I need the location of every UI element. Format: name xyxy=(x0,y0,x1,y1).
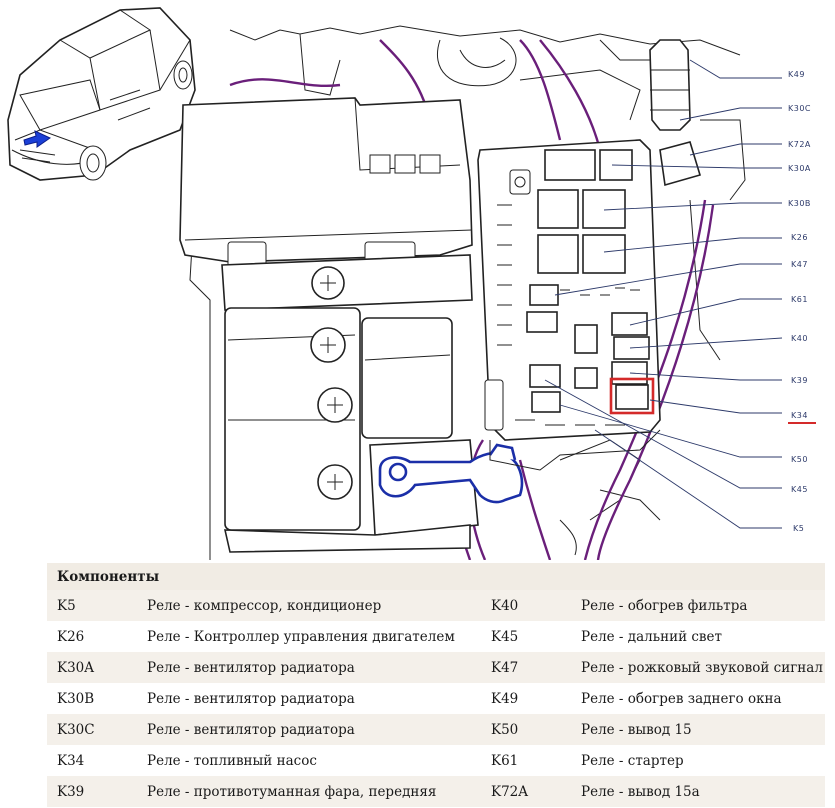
car-thumbnail xyxy=(7,7,196,181)
component-desc: Реле - противотуманная фара, передняя xyxy=(137,776,481,807)
component-desc: Реле - обогрев фильтра xyxy=(571,590,825,621)
component-code: K30A xyxy=(47,652,137,683)
callout-k50: K50 xyxy=(791,455,808,464)
component-code: K72A xyxy=(481,776,571,807)
callout-line-k45 xyxy=(544,379,782,489)
component-desc: Реле - Контроллер управления двигателем xyxy=(137,621,481,652)
relay-box xyxy=(477,39,702,471)
table-row: K30C Реле - вентилятор радиатора K50 Рел… xyxy=(47,714,825,745)
component-desc: Реле - вентилятор радиатора xyxy=(137,683,481,714)
component-code: K40 xyxy=(481,590,571,621)
component-code: K30B xyxy=(47,683,137,714)
components-title: Компоненты xyxy=(47,563,825,590)
component-desc: Реле - топливный насос xyxy=(137,745,481,776)
callout-line-k30b xyxy=(603,202,782,211)
component-code: K39 xyxy=(47,776,137,807)
callout-line-k47 xyxy=(554,263,782,296)
callout-k5: K5 xyxy=(793,524,804,533)
diagram-svg: K49 K30C K72A K30A K30B K26 K47 K61 K40 … xyxy=(7,7,816,560)
components-table-body: K5 Реле - компрессор, кондиционер K40 Ре… xyxy=(47,590,825,807)
component-desc: Реле - вентилятор радиатора xyxy=(137,714,481,745)
callout-line-k5 xyxy=(594,429,782,529)
callout-k40: K40 xyxy=(791,334,808,343)
component-code: K34 xyxy=(47,745,137,776)
battery xyxy=(221,254,479,553)
table-row: K39 Реле - противотуманная фара, передня… xyxy=(47,776,825,807)
callout-line-k72a xyxy=(689,143,782,156)
callout-k45: K45 xyxy=(791,485,808,494)
component-code: K47 xyxy=(481,652,571,683)
components-table: Компоненты K5 Реле - компрессор, кондици… xyxy=(47,563,825,807)
component-code: K50 xyxy=(481,714,571,745)
component-code: K49 xyxy=(481,683,571,714)
callout-line-k30a xyxy=(611,164,782,169)
component-desc: Реле - рожковый звуковой сигнал xyxy=(571,652,825,683)
component-desc: Реле - стартер xyxy=(571,745,825,776)
callout-k47: K47 xyxy=(791,260,808,269)
callout-line-k34 xyxy=(649,399,782,414)
component-desc: Реле - вывод 15 xyxy=(571,714,825,745)
callout-k26: K26 xyxy=(791,233,808,242)
callout-k49: K49 xyxy=(788,70,805,79)
callout-k72a: K72A xyxy=(788,140,811,149)
component-desc: Реле - вывод 15a xyxy=(571,776,825,807)
component-code: K5 xyxy=(47,590,137,621)
callout-labels: K49 K30C K72A K30A K30B K26 K47 K61 K40 … xyxy=(788,70,816,533)
callout-k30a: K30A xyxy=(788,164,811,173)
table-row: K34 Реле - топливный насос K61 Реле - ст… xyxy=(47,745,825,776)
callout-k30b: K30B xyxy=(788,199,811,208)
table-row: K30B Реле - вентилятор радиатора K49 Рел… xyxy=(47,683,825,714)
engine-bay-diagram: K49 K30C K72A K30A K30B K26 K47 K61 K40 … xyxy=(7,7,816,560)
callout-line-k30c xyxy=(679,107,782,121)
table-row: K26 Реле - Контроллер управления двигате… xyxy=(47,621,825,652)
callout-line-k61 xyxy=(629,298,782,326)
callout-line-k40 xyxy=(629,337,783,349)
callout-k34: K34 xyxy=(791,411,808,420)
component-desc: Реле - вентилятор радиатора xyxy=(137,652,481,683)
table-header-row: Компоненты xyxy=(47,563,825,590)
component-code: K26 xyxy=(47,621,137,652)
component-desc: Реле - обогрев заднего окна xyxy=(571,683,825,714)
component-code: K61 xyxy=(481,745,571,776)
table-row: K30A Реле - вентилятор радиатора K47 Рел… xyxy=(47,652,825,683)
battery-clamp xyxy=(378,443,524,504)
callout-line-k49 xyxy=(689,59,782,79)
k34-highlight xyxy=(609,377,655,415)
callout-k39: K39 xyxy=(791,376,808,385)
callout-line-k50 xyxy=(559,404,782,458)
callout-line-k26 xyxy=(603,237,782,253)
fuse-box-cover xyxy=(179,97,473,269)
component-code: K30C xyxy=(47,714,137,745)
component-desc: Реле - компрессор, кондиционер xyxy=(137,590,481,621)
callout-k30c: K30C xyxy=(788,104,811,113)
component-desc: Реле - дальний свет xyxy=(571,621,825,652)
arrow-icon xyxy=(23,130,52,148)
component-code: K45 xyxy=(481,621,571,652)
callout-lines xyxy=(544,59,783,529)
table-row: K5 Реле - компрессор, кондиционер K40 Ре… xyxy=(47,590,825,621)
callout-k61: K61 xyxy=(791,295,808,304)
callout-line-k39 xyxy=(629,372,782,381)
